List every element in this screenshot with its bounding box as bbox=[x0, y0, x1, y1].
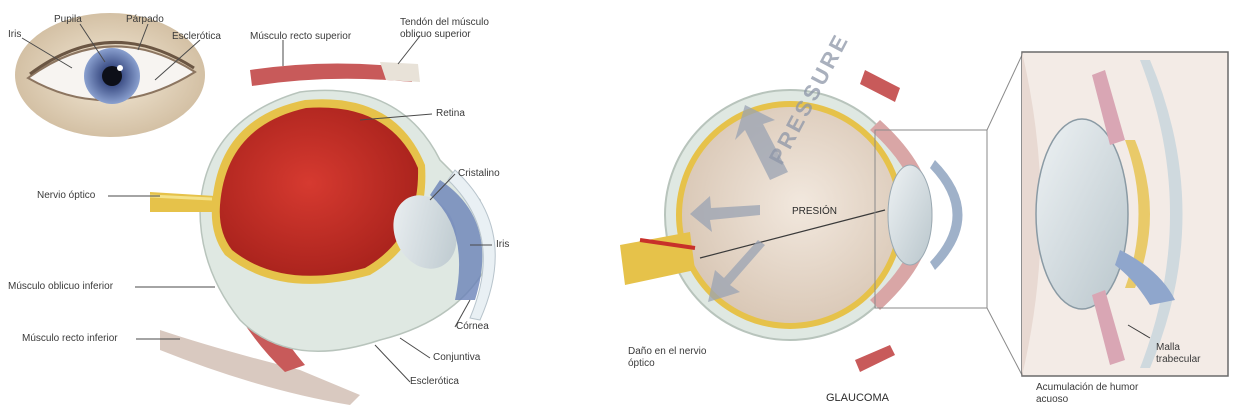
label-retina: Retina bbox=[436, 108, 465, 120]
glaucoma-lens bbox=[888, 165, 932, 265]
label-glaucoma: GLAUCOMA bbox=[826, 392, 889, 404]
label-presion: PRESIÓN bbox=[792, 206, 837, 218]
label-parpado: Párpado bbox=[126, 14, 164, 26]
label-recto-inferior: Músculo recto inferior bbox=[22, 333, 118, 345]
label-tendon-oblicuo: Tendón del músculo oblicuo superior bbox=[400, 17, 520, 41]
label-acumulacion: Acumulación de humor acuoso bbox=[1036, 382, 1156, 406]
label-iris-top: Iris bbox=[8, 29, 21, 41]
label-dano-nervio: Daño en el nervio óptico bbox=[628, 346, 728, 370]
label-pupila: Pupila bbox=[54, 14, 82, 26]
label-esclerotica-top: Esclerótica bbox=[172, 31, 221, 43]
label-recto-superior: Músculo recto superior bbox=[250, 31, 351, 43]
label-iris-side: Iris bbox=[496, 239, 509, 251]
label-malla-trabecular: Malla trabecular bbox=[1156, 342, 1216, 366]
inset-lens bbox=[1036, 119, 1128, 309]
label-esclerotica-bottom: Esclerótica bbox=[410, 376, 459, 388]
label-cristalino: Cristalino bbox=[458, 168, 500, 180]
label-conjuntiva: Conjuntiva bbox=[433, 352, 480, 364]
label-cornea: Córnea bbox=[456, 321, 489, 333]
label-nervio-optico: Nervio óptico bbox=[37, 190, 95, 202]
label-oblicuo-inferior: Músculo oblicuo inferior bbox=[8, 281, 113, 293]
